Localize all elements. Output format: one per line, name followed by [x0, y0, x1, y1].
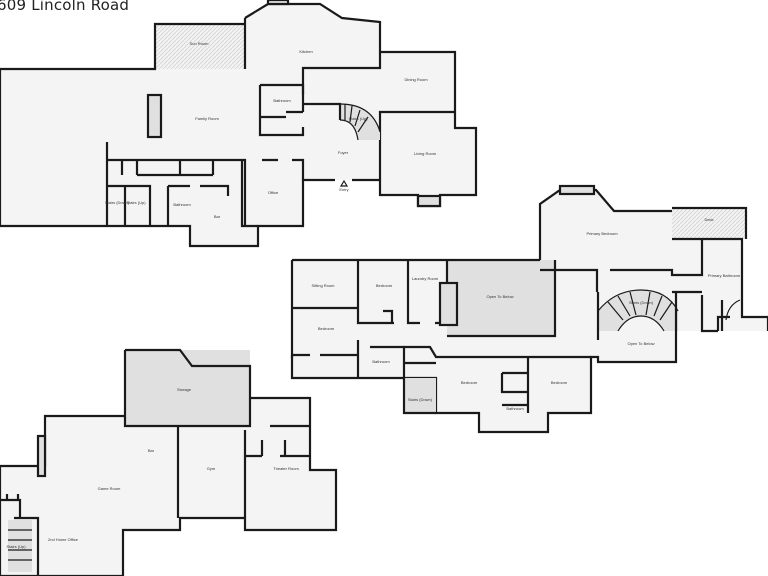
room-label-open-to-below-2: Open To Below — [627, 341, 654, 346]
room-label-stairs-down-2: Stairs (Down) — [629, 300, 654, 305]
room-label-bedroom-1: Bedroom — [376, 283, 393, 288]
room-label-stairs-down-3: Stairs (Down) — [408, 397, 433, 402]
stairs-up-area — [8, 520, 32, 572]
room-label-laundry-room: Laundry Room — [412, 276, 439, 281]
room-label-deck: Deck — [704, 217, 713, 222]
room-label-open-to-below-1: Open To Below — [486, 294, 513, 299]
room-label-stairs-down-1: Stairs (Down) — [105, 200, 130, 205]
primary-bay-window — [558, 184, 596, 196]
room-label-bedroom-2: Bedroom — [318, 326, 335, 331]
room-label-kitchen: Kitchen — [299, 49, 312, 54]
room-label-theater-room: Theater Room — [273, 466, 299, 471]
deck-floor — [672, 208, 746, 238]
room-label-dining-room: Dining Room — [404, 77, 428, 82]
lower-bar-counter — [36, 434, 47, 478]
room-label-bathroom-4: Bathroom — [506, 406, 524, 411]
room-label-bar-2: Bar — [148, 448, 155, 453]
room-label-bar-1: Bar — [214, 214, 221, 219]
room-label-second-home-office: 2nd Home Office — [48, 537, 79, 542]
room-label-entry: Entry — [339, 187, 348, 192]
room-label-primary-bedroom: Primary Bedroom — [586, 231, 618, 236]
sun-room-floor — [155, 24, 245, 69]
room-label-stairs-up-1: Stairs (Up) — [348, 116, 368, 121]
living-bay-window — [416, 194, 442, 208]
room-label-family-room: Family Room — [195, 116, 219, 121]
room-label-stairs-up-2: Stairs (Up) — [126, 200, 146, 205]
room-label-stairs-up-3: Stairs (Up) — [6, 544, 26, 549]
room-label-bathroom-2: Bathroom — [173, 202, 191, 207]
open-to-below-area — [447, 260, 555, 336]
fireplace — [146, 93, 163, 139]
room-label-bathroom-1: Bathroom — [273, 98, 291, 103]
lower-floor — [0, 348, 338, 576]
room-label-office: Office — [268, 190, 279, 195]
room-label-living-room: Living Room — [414, 151, 437, 156]
kitchen-window — [266, 0, 290, 6]
page-title: 609 Lincoln Road — [0, 0, 130, 14]
room-label-foyer: Foyer — [338, 150, 349, 155]
upper-floor — [290, 184, 768, 434]
chimney-upper — [438, 281, 459, 327]
room-label-bathroom-3: Bathroom — [372, 359, 390, 364]
room-label-sitting-room: Sitting Room — [312, 283, 336, 288]
room-label-game-room: Game Room — [98, 486, 121, 491]
stairs-down-area — [404, 378, 436, 413]
room-label-bedroom-3: Bedroom — [461, 380, 478, 385]
room-label-storage: Storage — [177, 387, 192, 392]
room-label-gym: Gym — [207, 466, 216, 471]
main-floor — [0, 0, 478, 248]
room-label-primary-bathroom: Primary Bathroom — [708, 273, 741, 278]
storage-floor — [125, 350, 250, 426]
room-label-bedroom-4: Bedroom — [551, 380, 568, 385]
room-label-sun-room: Sun Room — [190, 41, 210, 46]
